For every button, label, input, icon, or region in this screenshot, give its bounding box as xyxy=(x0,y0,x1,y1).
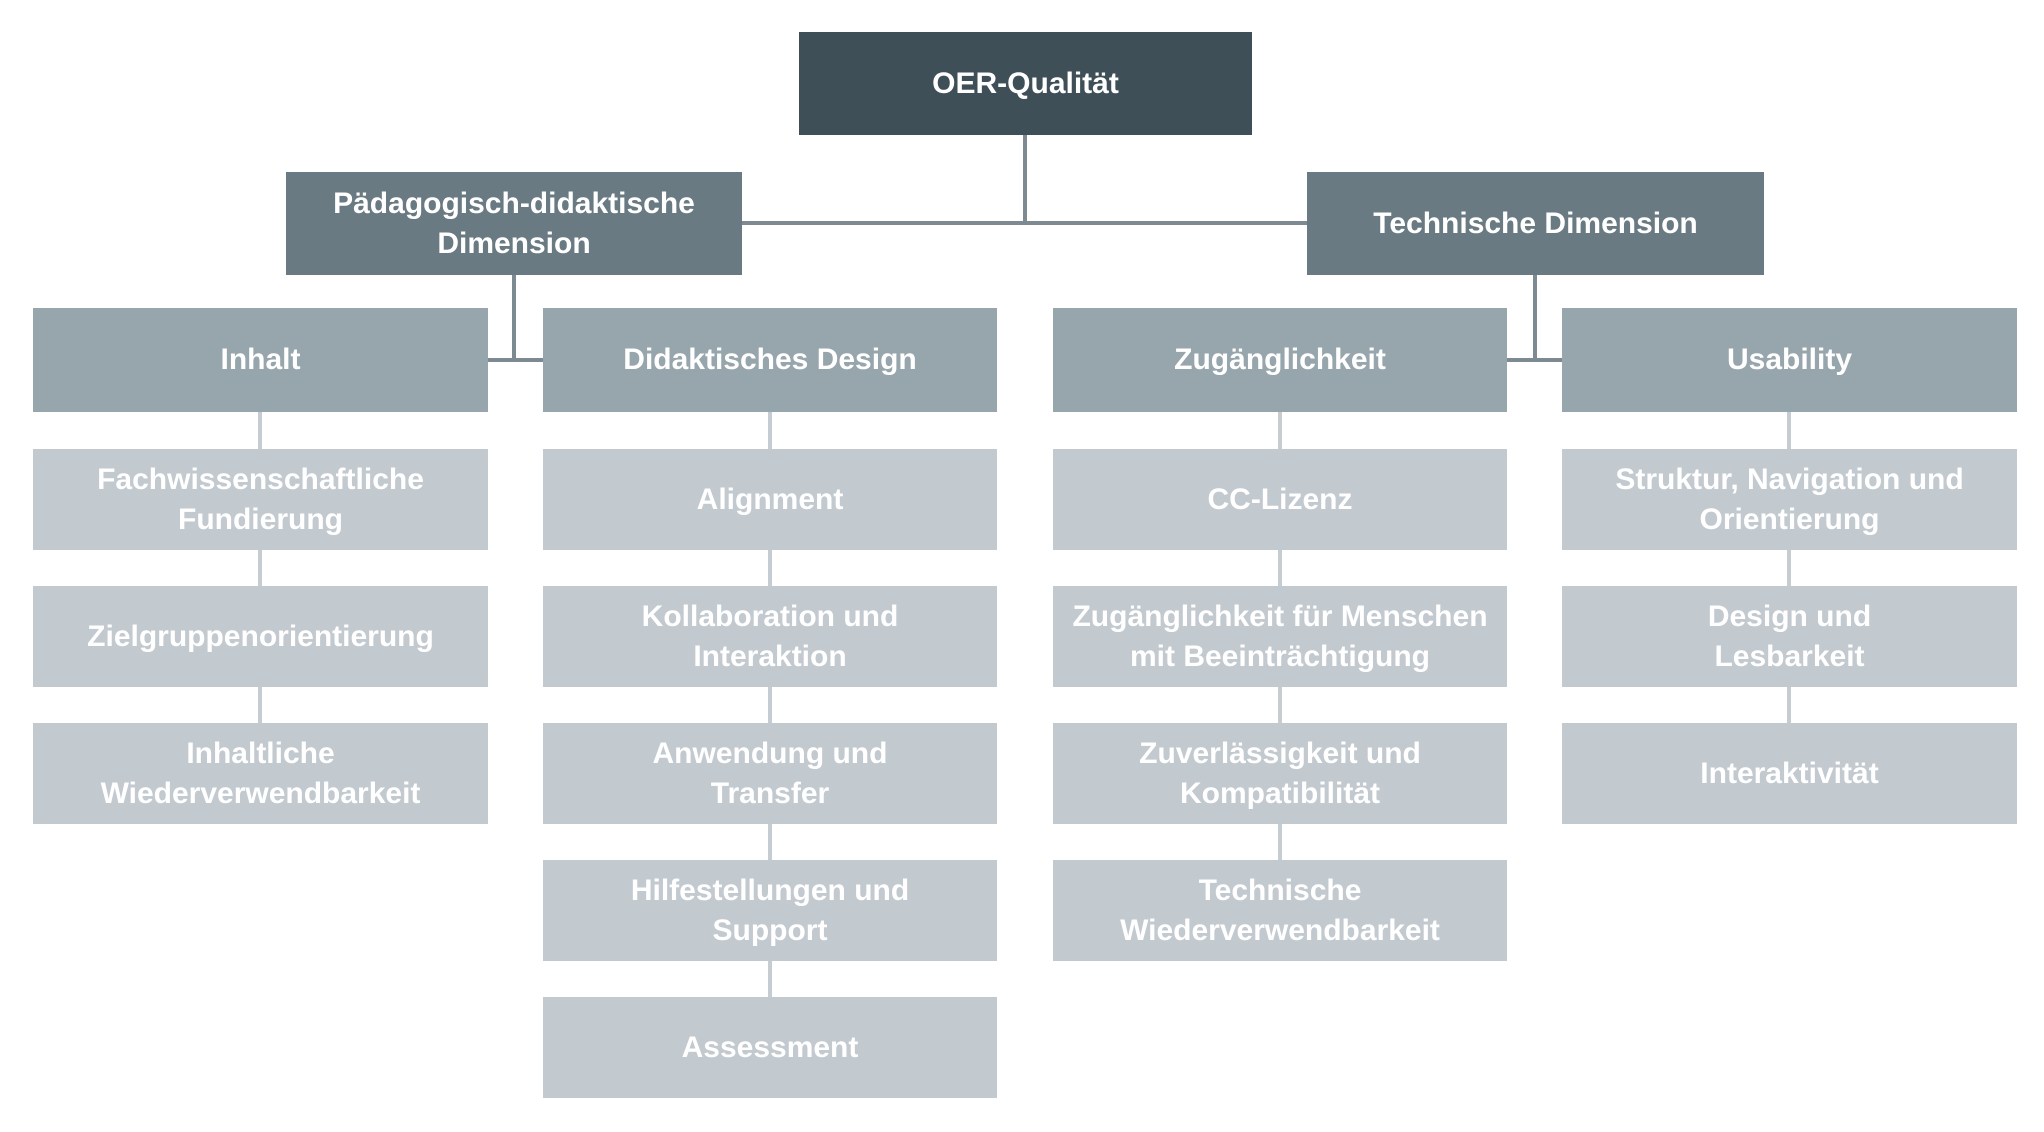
connector-root-vertical xyxy=(1023,135,1027,224)
leaf-box-cc-lizenz: CC-Lizenz xyxy=(1053,449,1507,550)
leaf-box-label: Zugänglichkeit für Menschen mit Beeinträ… xyxy=(1072,599,1488,673)
leaf-box-inhaltliche-wiederverwendbarkeit: Inhaltliche Wiederverwendbarkeit xyxy=(33,723,488,824)
connector-usability-leaf-1 xyxy=(1787,412,1791,449)
leaf-box-label: Fachwissenschaftliche Fundierung xyxy=(97,462,424,536)
leaf-box-label: Anwendung und Transfer xyxy=(652,736,888,810)
leaf-box-label: Technische Wiederverwendbarkeit xyxy=(1120,873,1440,947)
leaf-box-design-und-lesbarkeit: Design und Lesbarkeit xyxy=(1562,586,2017,687)
leaf-box-label: Kollaboration und Interaktion xyxy=(641,599,899,673)
leaf-box-anwendung-und-transfer: Anwendung und Transfer xyxy=(543,723,997,824)
connector-technisch-stub xyxy=(1507,358,1562,362)
connector-zugaenglichkeit-leaf-2 xyxy=(1278,550,1282,586)
connector-technisch-vertical xyxy=(1533,275,1537,362)
connector-inhalt-leaf-3 xyxy=(258,687,262,723)
category-box-label: Usability xyxy=(1726,343,1853,376)
category-box-didaktisches-design: Didaktisches Design xyxy=(543,308,997,412)
leaf-box-label: Hilfestellungen und Support xyxy=(630,873,910,947)
dimension-box-technisch: Technische Dimension xyxy=(1307,172,1764,275)
connector-usability-leaf-3 xyxy=(1787,687,1791,723)
root-box-label: OER-Qualität xyxy=(932,66,1119,100)
dimension-box-label: Pädagogisch-didaktische Dimension xyxy=(333,186,695,260)
leaf-box-zugaenglichkeit-fuer-menschen: Zugänglichkeit für Menschen mit Beeinträ… xyxy=(1053,586,1507,687)
leaf-box-label: Inhaltliche Wiederverwendbarkeit xyxy=(100,736,421,810)
connector-zugaenglichkeit-leaf-4 xyxy=(1278,824,1282,860)
connector-didaktik-leaf-4 xyxy=(768,824,772,860)
connector-inhalt-leaf-1 xyxy=(258,412,262,449)
connector-didaktik-leaf-1 xyxy=(768,412,772,449)
connector-dimensions-horizontal xyxy=(742,221,1307,225)
connector-usability-leaf-2 xyxy=(1787,550,1791,586)
category-box-inhalt: Inhalt xyxy=(33,308,488,412)
leaf-box-hilfestellungen-und-support: Hilfestellungen und Support xyxy=(543,860,997,961)
connector-didaktik-leaf-2 xyxy=(768,550,772,586)
category-box-label: Inhalt xyxy=(220,343,301,376)
leaf-box-assessment: Assessment xyxy=(543,997,997,1098)
leaf-box-fachwissenschaftliche-fundierung: Fachwissenschaftliche Fundierung xyxy=(33,449,488,550)
dimension-box-paedagogisch-didaktisch: Pädagogisch-didaktische Dimension xyxy=(286,172,742,275)
leaf-box-alignment: Alignment xyxy=(543,449,997,550)
connector-zugaenglichkeit-leaf-3 xyxy=(1278,687,1282,723)
connector-inhalt-leaf-2 xyxy=(258,550,262,586)
leaf-box-label: Alignment xyxy=(696,482,844,516)
leaf-box-zielgruppenorientierung: Zielgruppenorientierung xyxy=(33,586,488,687)
dimension-box-label: Technische Dimension xyxy=(1373,206,1698,240)
leaf-box-zuverlaessigkeit-und-kompatibilitaet: Zuverlässigkeit und Kompatibilität xyxy=(1053,723,1507,824)
category-box-label: Zugänglichkeit xyxy=(1174,343,1386,376)
connector-paedagogisch-vertical xyxy=(512,275,516,362)
leaf-box-label: Interaktivität xyxy=(1700,756,1879,790)
leaf-box-technische-wiederverwendbarkeit: Technische Wiederverwendbarkeit xyxy=(1053,860,1507,961)
leaf-box-label: Design und Lesbarkeit xyxy=(1707,599,1872,673)
leaf-box-label: Assessment xyxy=(681,1030,859,1064)
leaf-box-interaktivitaet: Interaktivität xyxy=(1562,723,2017,824)
leaf-box-label: Zuverlässigkeit und Kompatibilität xyxy=(1139,736,1421,810)
category-box-label: Didaktisches Design xyxy=(623,343,917,376)
leaf-box-kollaboration-und-interaktion: Kollaboration und Interaktion xyxy=(543,586,997,687)
leaf-box-label: CC-Lizenz xyxy=(1207,482,1353,516)
leaf-box-struktur-navigation-orientierung: Struktur, Navigation und Orientierung xyxy=(1562,449,2017,550)
connector-didaktik-leaf-5 xyxy=(768,961,772,997)
connector-paedagogisch-stub xyxy=(488,358,543,362)
leaf-box-label: Zielgruppenorientierung xyxy=(87,619,434,653)
connector-didaktik-leaf-3 xyxy=(768,687,772,723)
connector-zugaenglichkeit-leaf-1 xyxy=(1278,412,1282,449)
category-box-usability: Usability xyxy=(1562,308,2017,412)
root-box-oer-qualitaet: OER-Qualität xyxy=(799,32,1252,135)
leaf-box-label: Struktur, Navigation und Orientierung xyxy=(1615,462,1964,536)
category-box-zugaenglichkeit: Zugänglichkeit xyxy=(1053,308,1507,412)
